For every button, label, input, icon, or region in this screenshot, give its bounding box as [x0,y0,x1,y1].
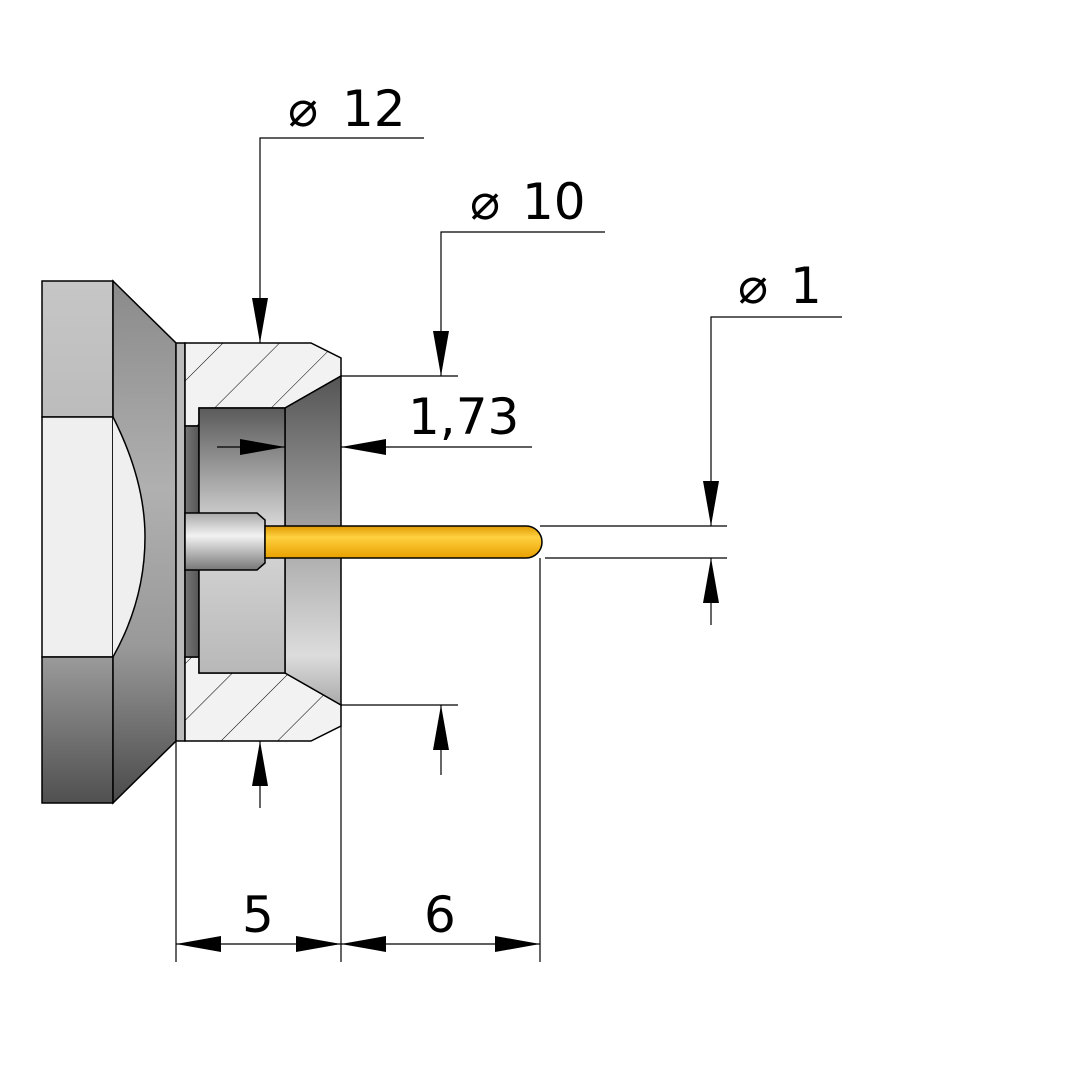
dia-symbol: ⌀ [470,173,500,231]
hex-nut [41,279,177,805]
washer [175,342,186,742]
dim-pin-protrusion: 6 [424,886,456,944]
dim-dia-10: 10 [522,173,586,231]
dim-body-length: 5 [242,886,274,944]
contact-pin [184,512,543,571]
dia-symbol: ⌀ [288,80,318,138]
dim-dia-1: 1 [790,257,822,315]
dim-dia-12: 12 [342,80,406,138]
dim-recess-depth: 1,73 [408,388,519,446]
dimension-lines [175,137,842,962]
dia-symbol: ⌀ [738,257,768,315]
